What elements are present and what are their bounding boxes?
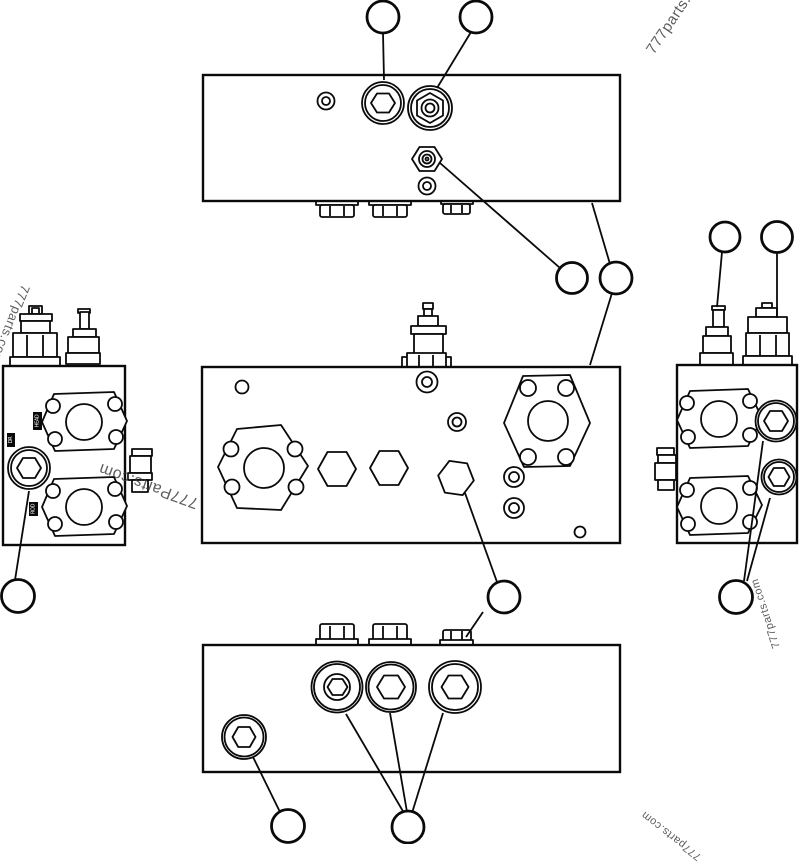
valve-manifold-technical-drawing: HEAD DR ROD bbox=[0, 0, 799, 844]
callout-balloon[interactable] bbox=[718, 579, 754, 615]
relief-valve-assembly-front bbox=[401, 302, 452, 368]
port-tag-head: HEAD bbox=[33, 412, 42, 430]
flange-right-bottom bbox=[676, 475, 763, 536]
flange-front-right bbox=[503, 374, 591, 468]
flange-left-top bbox=[41, 391, 128, 452]
callout-balloon[interactable] bbox=[708, 220, 742, 254]
socket-plug-left-view bbox=[7, 446, 51, 490]
side-fitting-right-view bbox=[654, 447, 677, 491]
callout-balloon[interactable] bbox=[365, 0, 401, 35]
flange-right-top bbox=[676, 388, 763, 449]
socket-plug-right-bottom bbox=[760, 458, 798, 496]
socket-plug-small-1 bbox=[503, 466, 525, 488]
callout-balloon[interactable] bbox=[390, 809, 426, 844]
bottom-view-block bbox=[201, 623, 622, 774]
callout-balloon[interactable] bbox=[555, 261, 589, 295]
callout-leader-lines bbox=[14, 31, 778, 814]
svg-text:ROD: ROD bbox=[31, 503, 37, 514]
callout-balloon[interactable] bbox=[458, 0, 494, 35]
socket-plug-bottom-3 bbox=[428, 660, 482, 714]
right-side-view-block bbox=[654, 302, 799, 545]
svg-text:HEAD: HEAD bbox=[35, 414, 41, 427]
callout-balloon[interactable] bbox=[486, 579, 522, 615]
ring-port-small bbox=[447, 412, 467, 432]
callout-balloons bbox=[0, 0, 794, 844]
side-fitting-left-view bbox=[127, 448, 153, 493]
callout-balloon[interactable] bbox=[760, 220, 794, 254]
top-view-block bbox=[201, 73, 622, 218]
mount-hole bbox=[573, 525, 587, 539]
bottom-view-nut-fittings bbox=[315, 623, 474, 646]
ring-port-top-center bbox=[415, 370, 439, 394]
small-ring-port bbox=[417, 176, 437, 196]
flange-front-left bbox=[217, 424, 309, 511]
front-view-block bbox=[200, 302, 622, 545]
small-hex-valve-top-view bbox=[411, 146, 443, 172]
solenoid-valve-small-left bbox=[65, 308, 101, 365]
callout-balloon[interactable] bbox=[270, 808, 306, 844]
flange-left-bottom bbox=[41, 476, 128, 537]
callout-balloon[interactable] bbox=[598, 260, 634, 296]
callout-balloon[interactable] bbox=[0, 578, 36, 614]
left-side-view-block: HEAD DR ROD bbox=[1, 305, 153, 547]
relief-valve-large-left bbox=[9, 305, 61, 367]
hex-fitting-top-view bbox=[407, 85, 453, 131]
mount-hole bbox=[234, 379, 250, 395]
port-tag-dr: DR bbox=[7, 433, 15, 447]
hex-plug-front-1 bbox=[317, 451, 357, 487]
socket-plug-bottom-2 bbox=[365, 661, 417, 713]
port-tag-rod: ROD bbox=[29, 502, 38, 516]
small-port-hole bbox=[316, 91, 336, 111]
solenoid-valve-small-right bbox=[699, 305, 734, 366]
socket-plug-top-view bbox=[361, 81, 405, 125]
socket-plug-right-top bbox=[754, 399, 798, 443]
socket-plug-bottom-1 bbox=[310, 660, 364, 714]
relief-valve-large-right bbox=[742, 302, 793, 366]
hex-plug-front-3 bbox=[437, 460, 475, 496]
socket-plug-bottom-4 bbox=[221, 714, 267, 760]
svg-text:DR: DR bbox=[8, 436, 14, 443]
hex-plug-front-2 bbox=[369, 450, 409, 486]
socket-plug-small-2 bbox=[503, 497, 525, 519]
